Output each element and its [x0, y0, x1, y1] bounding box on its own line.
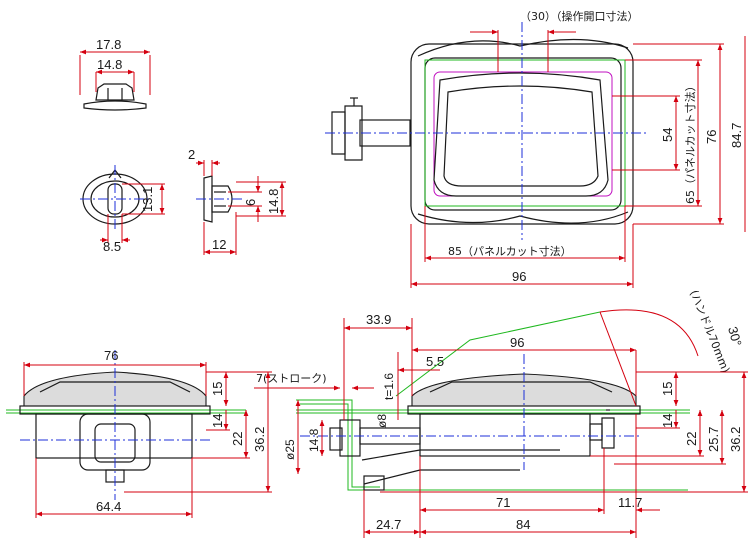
- dim-22-side: 22: [684, 432, 699, 446]
- small-front-view: 8.5 13.1: [80, 165, 165, 254]
- dim-8-5: 8.5: [103, 239, 121, 254]
- dim-33-9: 33.9: [366, 312, 391, 327]
- dim-76: 76: [704, 130, 719, 144]
- dim-85-panel-cut: 85（パネルカット寸法）: [448, 244, 572, 258]
- dim-13-1: 13.1: [140, 187, 155, 212]
- dim-phi8: ø8: [375, 414, 389, 428]
- angle-30: 30°: [725, 325, 745, 348]
- dim-71: 71: [496, 495, 510, 510]
- dim-t-1-6: t=1.6: [382, 373, 396, 400]
- dim-25-7: 25.7: [706, 427, 721, 452]
- dim-24-7: 24.7: [376, 517, 401, 532]
- dim-14-8-side: 14.8: [266, 189, 281, 214]
- dim-96-side: 96: [510, 335, 524, 350]
- dim-phi25: ø25: [283, 439, 297, 460]
- dim-6: 6: [243, 199, 258, 206]
- dim-64-4: 64.4: [96, 499, 121, 514]
- dim-76-front: 76: [104, 348, 118, 363]
- dim-15-side: 15: [660, 382, 675, 396]
- dim-84-7: 84.7: [729, 123, 744, 148]
- dim-14-8: 14.8: [97, 57, 122, 72]
- dim-54: 54: [660, 128, 675, 142]
- dim-36-2-front: 36.2: [252, 427, 267, 452]
- dim-22-front: 22: [230, 432, 245, 446]
- dim-2: 2: [188, 147, 195, 162]
- small-top-view: 17.8 14.8: [79, 37, 151, 111]
- dim-96-plan: 96: [512, 269, 526, 284]
- side-view: 30° (ハンドル70mm) 33.9 96 7(ストローク) 5.5 t=1.…: [254, 288, 748, 538]
- dim-84: 84: [516, 517, 530, 532]
- plan-view: （30）（操作開口寸法） 54 65（パネルカット寸法） 76 84.7 85（…: [325, 9, 746, 288]
- small-side-view: 2 12 6 14.8: [188, 147, 286, 255]
- dim-15-front: 15: [210, 382, 225, 396]
- dim-17-8: 17.8: [96, 37, 121, 52]
- handle-70mm-note: (ハンドル70mm): [687, 288, 732, 374]
- dim-14-8-knob: 14.8: [307, 428, 321, 452]
- dim-11-7: 11.7: [618, 495, 642, 510]
- note-open-30: （30）（操作開口寸法）: [520, 9, 639, 23]
- dim-stroke: 7(ストローク): [256, 372, 327, 385]
- dim-14-side: 14: [660, 414, 675, 428]
- dim-65-panel-cut: 65（パネルカット寸法）: [683, 80, 697, 204]
- front-view: 76 15 14 22 36.2 64.4: [6, 348, 272, 518]
- dim-14-front: 14: [210, 414, 225, 428]
- dim-36-2-side: 36.2: [728, 427, 743, 452]
- dim-5-5: 5.5: [426, 354, 444, 369]
- dim-12: 12: [212, 237, 226, 252]
